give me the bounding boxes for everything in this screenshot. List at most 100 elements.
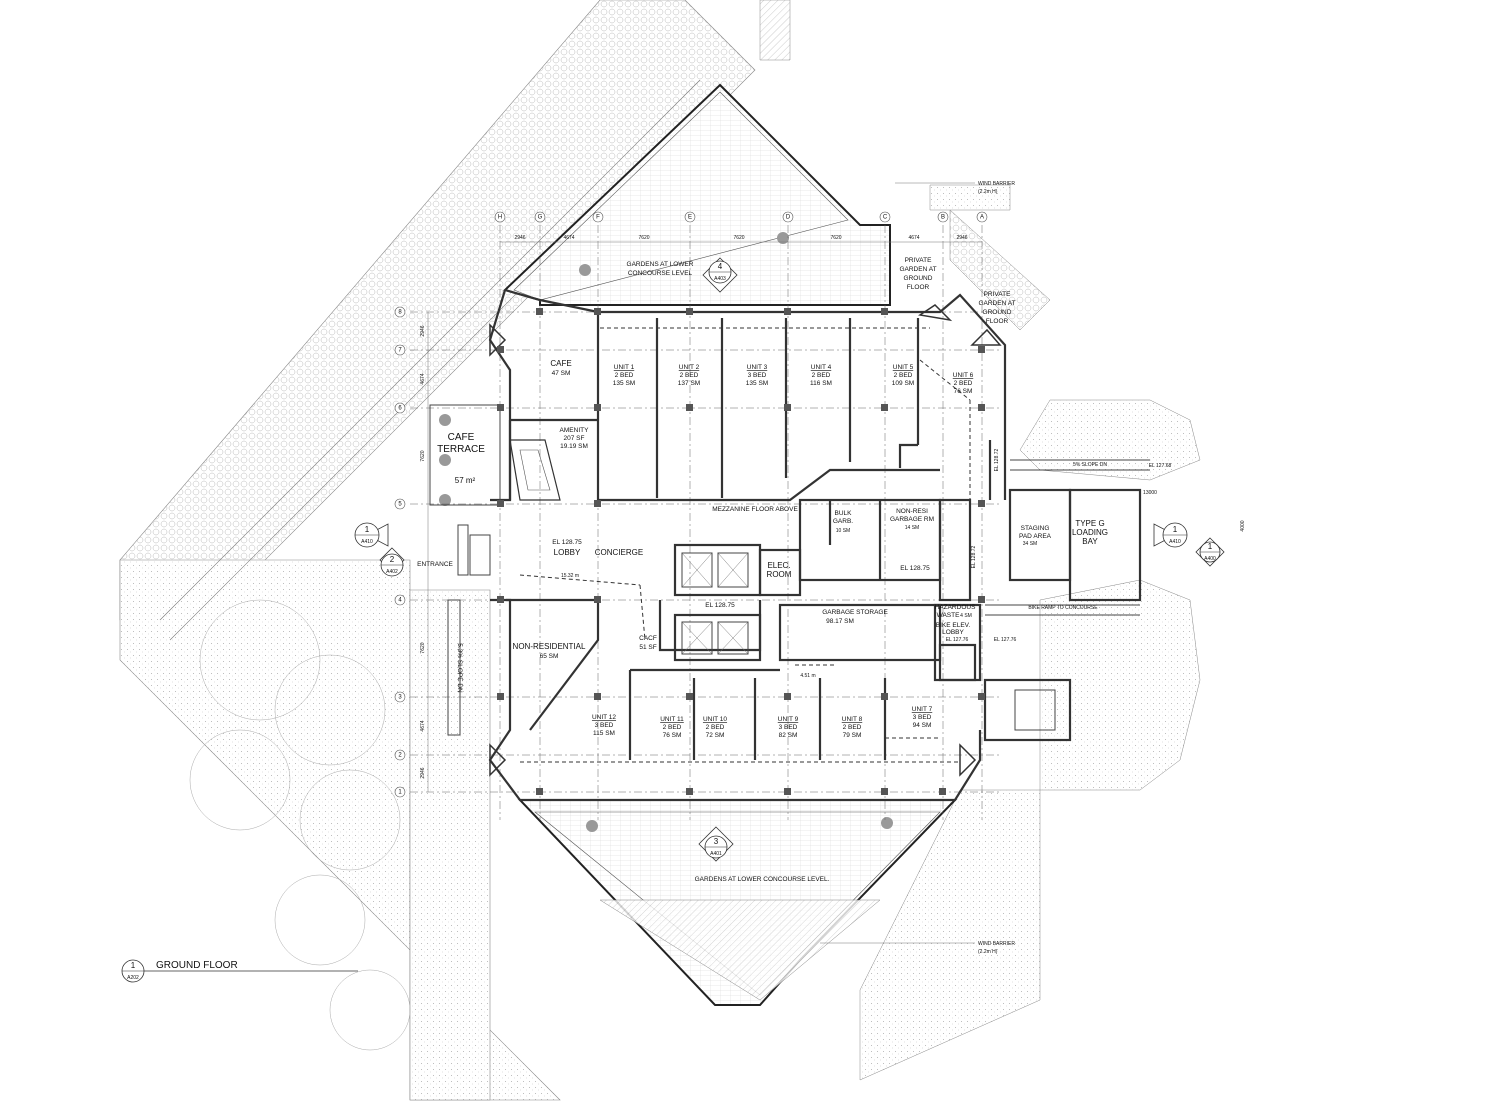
unit-type: 2 BED bbox=[894, 372, 913, 379]
grid-letter: F bbox=[596, 215, 600, 221]
elevation-core: EL 128.75 bbox=[705, 602, 735, 609]
elevation-loading: EL 128.72 bbox=[971, 545, 977, 568]
grid-bubbles-numbers: 8 7 6 5 4 3 2 1 bbox=[394, 306, 406, 798]
elevation-bike: EL 127.76 bbox=[946, 637, 969, 643]
title-sheet: A202 bbox=[127, 975, 139, 981]
building-walls bbox=[429, 288, 1150, 802]
bike-ramp-note: BIKE RAMP TO CONCOURSE bbox=[1028, 605, 1098, 611]
unit-2: UNIT 2 2 BED 137 SM bbox=[678, 364, 700, 387]
elevation-lobby: EL 128.75 bbox=[552, 539, 582, 546]
notes: WIND BARRIER (2.2m H) WIND BARRIER (2.2m… bbox=[456, 181, 1246, 955]
grid-letter: B bbox=[941, 215, 945, 221]
section-marker-number: 3 bbox=[714, 837, 719, 846]
section-marker-sheet: A410 bbox=[361, 539, 373, 545]
section-marker-number: 2 bbox=[390, 555, 395, 564]
unit-name: UNIT 8 bbox=[842, 716, 863, 723]
unit-6: UNIT 6 2 BED 76 SM bbox=[953, 372, 974, 395]
unit-type: 2 BED bbox=[615, 372, 634, 379]
elec-room-label: ROOM bbox=[767, 570, 792, 579]
garbage-storage-label: GARBAGE STORAGE bbox=[822, 609, 888, 616]
non-residential-area: 65 SM bbox=[540, 653, 559, 660]
non-resi-garbage-label: NON-RESI bbox=[896, 508, 928, 515]
section-marker-sheet: A401 bbox=[710, 851, 722, 857]
staging-label: PAD AREA bbox=[1019, 533, 1052, 540]
cafe-terrace-label: TERRACE bbox=[437, 444, 485, 455]
cafe-label: CAFE bbox=[550, 359, 571, 368]
section-marker-a401[interactable]: 3 A401 bbox=[698, 826, 734, 862]
dimension-label: 7620 bbox=[830, 235, 841, 241]
non-resi-garbage-label: GARBAGE RM bbox=[890, 516, 934, 523]
section-marker-a402[interactable]: 2 A402 bbox=[379, 547, 405, 577]
bike-elev-lobby-label: BIKE ELEV. bbox=[936, 622, 971, 629]
unit-8: UNIT 8 2 BED 79 SM bbox=[842, 716, 863, 739]
grid-bubbles-letters: H G F E D C B A bbox=[494, 211, 988, 223]
grid-number: 2 bbox=[398, 753, 402, 759]
private-garden-label: PRIVATE bbox=[905, 257, 933, 264]
unit-area: 76 SM bbox=[954, 388, 973, 395]
cafe-terrace-label: CAFE bbox=[448, 432, 475, 443]
non-resi-garbage-area: 14 SM bbox=[905, 525, 919, 531]
dimension-label: 2946 bbox=[420, 325, 426, 336]
section-marker-number: 1 bbox=[1208, 542, 1213, 551]
unit-7: UNIT 7 3 BED 94 SM bbox=[912, 706, 933, 729]
dimension-label: 2946 bbox=[514, 235, 525, 241]
site-landscape bbox=[119, 0, 1201, 1101]
unit-area: 115 SM bbox=[593, 730, 615, 737]
hazardous-waste-area: 4 SM bbox=[960, 613, 972, 619]
hazardous-waste-label: HAZARDOUS bbox=[935, 604, 976, 611]
unit-area: 72 SM bbox=[706, 732, 725, 739]
dimension-label: 7620 bbox=[733, 235, 744, 241]
dimension-label: 4674 bbox=[420, 373, 426, 384]
room-labels: GARDENS AT LOWER CONCOURSE LEVEL GARDENS… bbox=[417, 257, 1108, 883]
section-marker-a410-right[interactable]: 1 A410 bbox=[1153, 522, 1188, 548]
amenity-label: AMENITY bbox=[560, 427, 590, 434]
amenity-area: 19.19 SM bbox=[560, 443, 588, 450]
grid-letter: E bbox=[688, 215, 692, 221]
grid-letter: H bbox=[498, 215, 502, 221]
private-garden-label: FLOOR bbox=[907, 284, 930, 291]
grid-number: 3 bbox=[398, 695, 402, 701]
private-garden-label: GROUND bbox=[904, 275, 933, 282]
wind-barrier-note-sub: (2.2m H) bbox=[978, 949, 998, 955]
unit-name: UNIT 1 bbox=[614, 364, 635, 371]
dimension-label: 2946 bbox=[420, 767, 426, 778]
dimension-label: 4674 bbox=[908, 235, 919, 241]
section-marker-a410-left[interactable]: 1 A410 bbox=[354, 522, 389, 548]
dimension-label: 7620 bbox=[420, 450, 426, 461]
garbage-storage-area: 98.17 SM bbox=[826, 618, 854, 625]
unit-area: 135 SM bbox=[613, 380, 635, 387]
garden-podium bbox=[439, 83, 958, 1006]
section-marker-a400[interactable]: 1 A400 bbox=[1195, 537, 1225, 567]
concierge-label: CONCIERGE bbox=[595, 548, 643, 557]
dimension-4-51: 4.51 m bbox=[800, 673, 815, 679]
loading-bay-label: BAY bbox=[1082, 537, 1098, 546]
unit-10: UNIT 10 2 BED 72 SM bbox=[703, 716, 727, 739]
unit-12: UNIT 12 3 BED 115 SM bbox=[592, 714, 616, 737]
unit-type: 2 BED bbox=[680, 372, 699, 379]
private-garden-label: GROUND bbox=[983, 309, 1012, 316]
section-marker-number: 4 bbox=[718, 262, 723, 271]
hazardous-waste-label: WASTE bbox=[937, 612, 961, 619]
unit-name: UNIT 3 bbox=[747, 364, 768, 371]
wind-barrier-note: WIND BARRIER bbox=[978, 181, 1015, 187]
unit-name: UNIT 7 bbox=[912, 706, 933, 713]
unit-area: 137 SM bbox=[678, 380, 700, 387]
grid-letter: A bbox=[980, 215, 984, 221]
unit-name: UNIT 10 bbox=[703, 716, 727, 723]
gardens-bottom-label: GARDENS AT LOWER CONCOURSE LEVEL. bbox=[695, 876, 830, 883]
bike-elev-lobby-label: LOBBY bbox=[942, 629, 964, 636]
unit-type: 3 BED bbox=[595, 722, 614, 729]
unit-type: 3 BED bbox=[913, 714, 932, 721]
unit-name: UNIT 11 bbox=[660, 716, 684, 723]
grid-letter: D bbox=[786, 215, 791, 221]
cacf-area: 51 SF bbox=[639, 644, 656, 651]
entrance-slope-note: 5.3% SLOPE DN bbox=[456, 643, 463, 693]
non-residential-label: NON-RESIDENTIAL bbox=[513, 642, 586, 651]
elec-room-label: ELEC. bbox=[767, 561, 790, 570]
private-garden-label: PRIVATE bbox=[984, 291, 1012, 298]
unit-11: UNIT 11 2 BED 76 SM bbox=[660, 716, 684, 739]
dimension-label: 4674 bbox=[420, 720, 426, 731]
section-marker-a403[interactable]: 4 A403 bbox=[702, 257, 738, 293]
elevation-ramp: EL 127.68 bbox=[1149, 463, 1172, 469]
dimension-15-32: 15.32 m bbox=[561, 573, 579, 579]
